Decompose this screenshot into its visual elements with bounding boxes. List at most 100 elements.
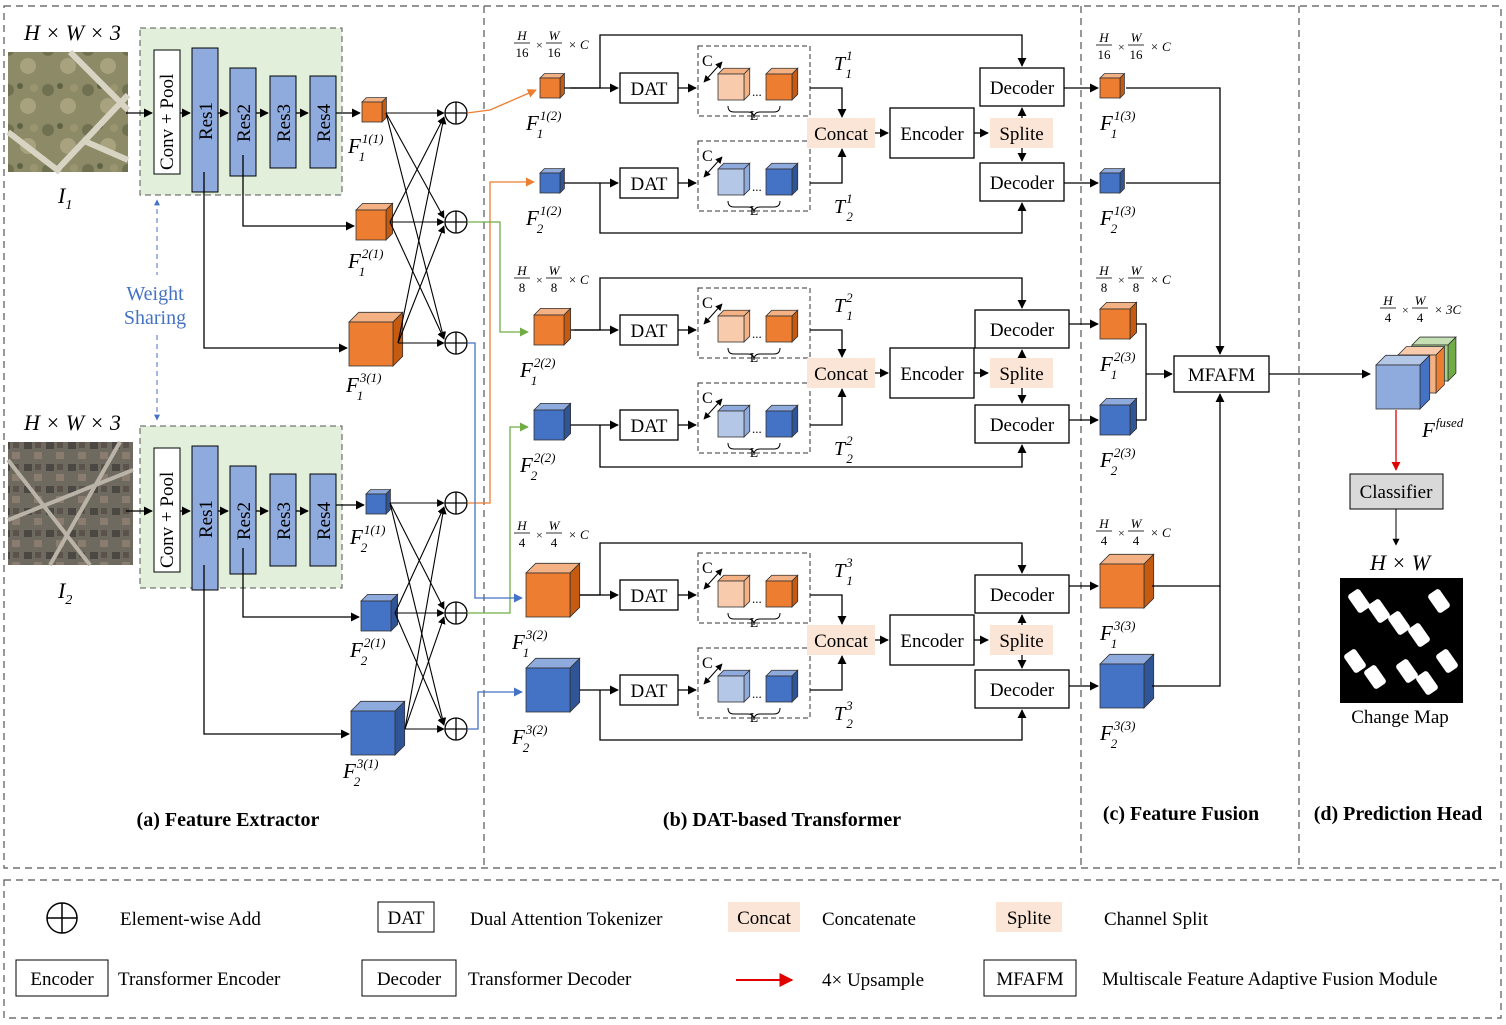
token-cube-a bbox=[717, 574, 751, 608]
add-bottom-1 bbox=[444, 491, 468, 515]
backbone-1-res1: Res1 bbox=[191, 47, 219, 193]
fusion6-to-mfafm bbox=[1152, 586, 1221, 687]
svg-text:L: L bbox=[750, 351, 759, 366]
svg-text:L: L bbox=[750, 204, 759, 219]
cube-f2-2 bbox=[360, 593, 399, 632]
fusion-label-1: F1(3)1 bbox=[1099, 108, 1136, 141]
legend-encoder-text: Transformer Encoder bbox=[118, 969, 281, 990]
svg-text:4: 4 bbox=[1417, 310, 1424, 325]
svg-text:4: 4 bbox=[1133, 533, 1140, 548]
stage3-dat-f2: DAT bbox=[619, 674, 679, 706]
stage1-label-f2: F1(2)2 bbox=[525, 203, 562, 236]
res2-to-f1-2 bbox=[242, 155, 355, 231]
token-cube-a bbox=[717, 162, 751, 196]
section-d-title: (d) Prediction Head bbox=[1314, 803, 1483, 825]
stage3-tokens-f1: ...CL bbox=[697, 552, 811, 631]
input-image-2 bbox=[6, 441, 134, 567]
stage1-decoder-1-label: Decoder bbox=[990, 78, 1055, 99]
fusion-cube-4 bbox=[1099, 397, 1138, 436]
change-map-image bbox=[1340, 578, 1463, 703]
stage2-decoder-1: Decoder bbox=[974, 309, 1070, 349]
fusion-mid-merge bbox=[1136, 323, 1147, 421]
cube-f2-3 bbox=[350, 700, 406, 756]
svg-text:H: H bbox=[516, 518, 527, 533]
stage3-decoder-2: Decoder bbox=[974, 669, 1070, 709]
token-cube-a bbox=[717, 404, 751, 438]
legend-mfafm-text: Multiscale Feature Adaptive Fusion Modul… bbox=[1102, 969, 1438, 990]
svg-text:H: H bbox=[516, 263, 527, 278]
svg-text:Res3: Res3 bbox=[274, 502, 295, 540]
stage2-decoder-1-label: Decoder bbox=[990, 320, 1055, 341]
section-frames bbox=[3, 5, 1502, 1019]
stage1-tokens-f2: ...CL bbox=[697, 140, 811, 219]
input1-dims: H × W × 3 bbox=[23, 20, 121, 45]
stage2-splite-label: Splite bbox=[999, 364, 1043, 385]
stage1-decoder-2-label: Decoder bbox=[990, 173, 1055, 194]
stage3-decoder-1-label: Decoder bbox=[990, 585, 1055, 606]
svg-text:× C: × C bbox=[568, 527, 589, 542]
label-f2-1: F1(1)2 bbox=[349, 522, 386, 555]
stage3-dat-f2-label: DAT bbox=[631, 681, 668, 702]
route-orange-2 bbox=[467, 177, 535, 504]
input2-label: I2 bbox=[57, 578, 72, 608]
svg-text:W: W bbox=[549, 28, 561, 43]
token-cube-b bbox=[765, 309, 799, 343]
svg-text:L: L bbox=[750, 109, 759, 124]
stage3-f1-to-concat bbox=[810, 594, 847, 625]
mfafm-box-label: MFAFM bbox=[1188, 365, 1255, 386]
stage2-cube-f1 bbox=[533, 307, 572, 346]
stage3-cube-f1 bbox=[525, 562, 581, 618]
backbone-1-stem-label: Conv + Pool bbox=[157, 74, 178, 170]
svg-text:W: W bbox=[1131, 263, 1143, 278]
stage3-dat-f1-label: DAT bbox=[631, 586, 668, 607]
input2-dims: H × W × 3 bbox=[23, 410, 121, 435]
label-f2-3: F3(1)2 bbox=[342, 756, 379, 789]
token-cube-a bbox=[717, 309, 751, 343]
svg-text:× C: × C bbox=[568, 37, 589, 52]
svg-text:Res4: Res4 bbox=[314, 502, 335, 541]
svg-text:Res4: Res4 bbox=[314, 104, 335, 143]
stage2-f2-to-concat bbox=[810, 388, 847, 426]
stage2-dat-f1: DAT bbox=[619, 314, 679, 346]
stage3-splite-label: Splite bbox=[999, 631, 1043, 652]
stage3-encoder-label: Encoder bbox=[900, 631, 964, 652]
stage1-skip-top bbox=[570, 34, 1027, 89]
svg-text:16: 16 bbox=[1098, 47, 1112, 62]
svg-text:...: ... bbox=[752, 326, 762, 341]
svg-text:× 3C: × 3C bbox=[1434, 302, 1462, 317]
res1-to-f1-3 bbox=[203, 172, 348, 353]
svg-text:×: × bbox=[536, 38, 543, 52]
section-c-title: (c) Feature Fusion bbox=[1103, 803, 1259, 825]
stage1-encoder: Encoder bbox=[889, 107, 975, 159]
svg-text:...: ... bbox=[752, 84, 762, 99]
scale-label-2: H8×W8× C bbox=[514, 263, 589, 295]
cross-bottom-2-0 bbox=[404, 506, 447, 730]
backbone-2-res1: Res1 bbox=[191, 445, 219, 591]
weight-sharing-line2: Sharing bbox=[124, 307, 186, 329]
stage1-concat-label: Concat bbox=[814, 124, 869, 145]
svg-text:8: 8 bbox=[1133, 280, 1140, 295]
legend-upsample-text: 4× Upsample bbox=[822, 970, 924, 991]
stage1-dat-f1-label: DAT bbox=[631, 79, 668, 100]
stage1-splite-label: Splite bbox=[999, 124, 1043, 145]
stage1-concat: Concat bbox=[807, 118, 875, 148]
svg-text:Res2: Res2 bbox=[234, 104, 255, 142]
legend-decoder-text: Transformer Decoder bbox=[468, 969, 632, 990]
stage3-encoder: Encoder bbox=[889, 614, 975, 666]
stage2-encoder-label: Encoder bbox=[900, 364, 964, 385]
svg-text:×: × bbox=[1118, 40, 1125, 54]
svg-text:L: L bbox=[750, 711, 759, 726]
svg-text:W: W bbox=[1131, 30, 1143, 45]
svg-text:4: 4 bbox=[1385, 310, 1392, 325]
stage1-tokens-f1: ... C L bbox=[697, 45, 811, 124]
stage1-encoder-label: Encoder bbox=[900, 124, 964, 145]
svg-text:×: × bbox=[1118, 526, 1125, 540]
cross-bottom-2-1 bbox=[404, 616, 446, 730]
fusion-cube-3 bbox=[1099, 301, 1138, 340]
output-dims: H × W bbox=[1369, 550, 1432, 575]
svg-text:C: C bbox=[702, 53, 713, 70]
res1-to-f2-3 bbox=[203, 565, 350, 739]
